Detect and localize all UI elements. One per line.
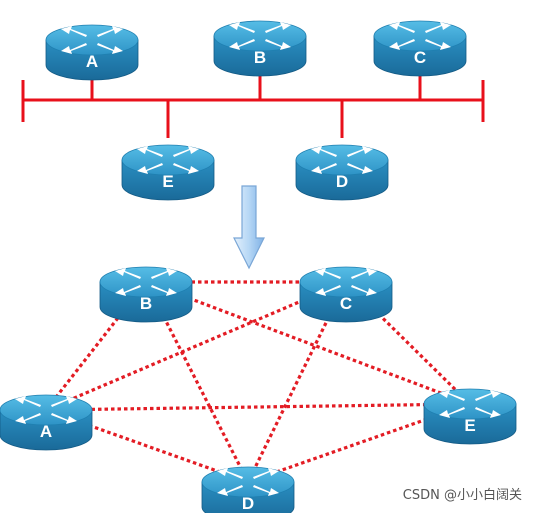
router-mesh-router-a: A <box>0 394 93 451</box>
router-arrow <box>97 26 123 37</box>
router-top <box>201 466 295 498</box>
router-arrow <box>253 485 279 496</box>
router-arrow <box>315 285 341 296</box>
router-arrow <box>475 390 501 401</box>
router-arrows-icon <box>115 268 177 296</box>
router-top-router-c: C <box>373 20 467 77</box>
router-arrows-icon <box>61 26 123 54</box>
router-top <box>213 20 307 52</box>
router-label: D <box>336 172 348 191</box>
mesh-link-b-e <box>145 280 471 406</box>
router-arrows-icon <box>311 146 373 174</box>
router-arrow <box>61 43 87 54</box>
router-arrow <box>217 485 243 496</box>
router-arrow <box>115 268 141 279</box>
router-top-router-d: D <box>295 144 389 201</box>
router-arrow <box>439 390 465 401</box>
router-top <box>373 20 467 52</box>
mesh-link-a-e <box>45 402 471 412</box>
router-mesh-router-e: E <box>423 388 517 445</box>
router-arrow <box>425 39 451 50</box>
router-arrow <box>115 285 141 296</box>
router-arrow <box>315 268 341 279</box>
router-arrow <box>217 468 243 479</box>
router-arrow <box>347 146 373 157</box>
watermark: CSDN @小小白阔关 <box>402 488 522 503</box>
router-top-router-b: B <box>213 20 307 77</box>
router-arrow <box>173 146 199 157</box>
router-arrow <box>137 163 163 174</box>
router-arrow <box>311 146 337 157</box>
router-label: E <box>464 416 475 435</box>
router-arrow <box>151 268 177 279</box>
router-mesh-router-b: B <box>99 266 193 323</box>
router-arrows-icon <box>439 390 501 418</box>
router-top-router-a: A <box>45 24 139 81</box>
router-arrow <box>475 407 501 418</box>
router-label: E <box>162 172 173 191</box>
router-arrow <box>15 413 41 424</box>
router-label: B <box>254 48 266 67</box>
router-arrows-icon <box>137 146 199 174</box>
router-top <box>299 266 393 298</box>
mesh-link-c-a <box>45 280 347 412</box>
router-mesh-router-c: C <box>299 266 393 323</box>
router-arrow <box>347 163 373 174</box>
router-top <box>121 144 215 176</box>
router-arrow <box>51 396 77 407</box>
routers: A B C E D B C A E D <box>0 20 517 513</box>
router-arrows-icon <box>315 268 377 296</box>
router-arrow <box>97 43 123 54</box>
router-top <box>0 394 93 426</box>
router-arrow <box>253 468 279 479</box>
router-arrow <box>389 39 415 50</box>
router-arrow <box>173 163 199 174</box>
router-top <box>295 144 389 176</box>
router-arrows-icon <box>15 396 77 424</box>
router-label: C <box>414 48 426 67</box>
mesh-link-c-d <box>246 281 348 483</box>
router-arrow <box>389 22 415 33</box>
router-arrow <box>229 39 255 50</box>
router-arrows-icon <box>229 22 291 50</box>
router-arrow <box>311 163 337 174</box>
router-arrows-icon <box>389 22 451 50</box>
router-label: A <box>86 52 98 71</box>
router-arrow <box>425 22 451 33</box>
router-arrow <box>351 285 377 296</box>
router-arrows-icon <box>217 468 279 496</box>
router-label: D <box>242 494 254 513</box>
router-top <box>99 266 193 298</box>
router-arrow <box>229 22 255 33</box>
router-top <box>45 24 139 56</box>
router-arrow <box>61 26 87 37</box>
router-arrow <box>439 407 465 418</box>
router-label: B <box>140 294 152 313</box>
router-label: C <box>340 294 352 313</box>
mesh-link-b-d <box>144 281 250 483</box>
router-arrow <box>15 396 41 407</box>
down-arrow-icon <box>233 185 265 270</box>
router-arrow <box>151 285 177 296</box>
router-top-router-e: E <box>121 144 215 201</box>
router-arrow <box>265 22 291 33</box>
router-top <box>423 388 517 420</box>
router-label: A <box>40 422 52 441</box>
router-arrow <box>137 146 163 157</box>
router-arrow <box>51 413 77 424</box>
router-arrow <box>265 39 291 50</box>
router-arrow <box>351 268 377 279</box>
router-mesh-router-d: D <box>201 466 295 513</box>
